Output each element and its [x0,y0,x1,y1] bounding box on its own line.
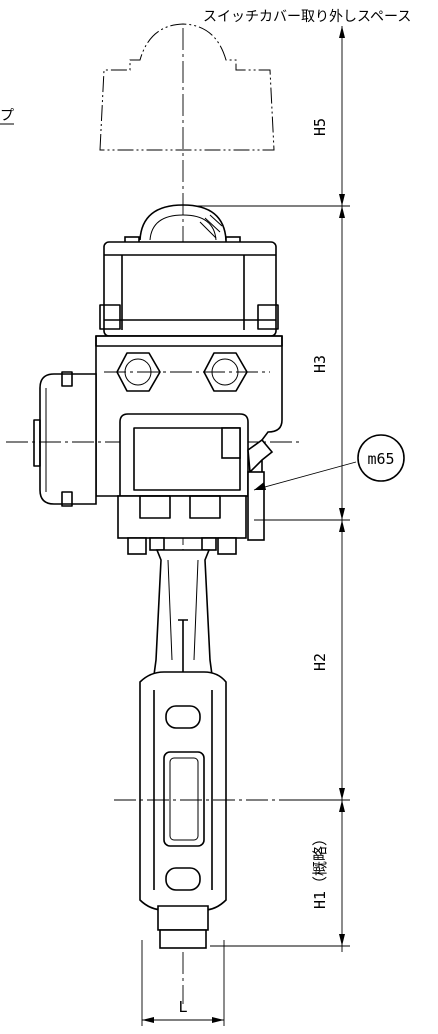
part-balloon [357,434,405,482]
lug-hole-lower [165,867,201,891]
switch-cover-space-label: スイッチカバー取り外しスペース [203,9,411,25]
cut-off-label: プ [0,108,14,124]
manual-override-housing [6,371,300,507]
dim-h3-label: H3 [311,355,329,373]
valve-body [114,671,282,949]
dim-h1-label: H1（概略） [311,831,329,909]
switch-cover-phantom [99,23,275,151]
width-dimension-line [141,940,225,1026]
actuator-cover [99,236,279,337]
position-indicator-dome [139,204,227,241]
conduit-port-left [116,352,161,392]
mounting-flange [117,495,247,555]
dim-h5-label: H5 [311,118,329,136]
disc-port [163,751,205,847]
lug-hole-upper [165,705,201,729]
valve-neck [151,549,215,691]
actuator-lower-hub [119,413,357,541]
dim-l-label: L [178,998,187,1016]
dim-h2-label: H2 [311,653,329,671]
balloon-label: m65 [367,450,394,468]
height-dimension-line [196,26,350,952]
